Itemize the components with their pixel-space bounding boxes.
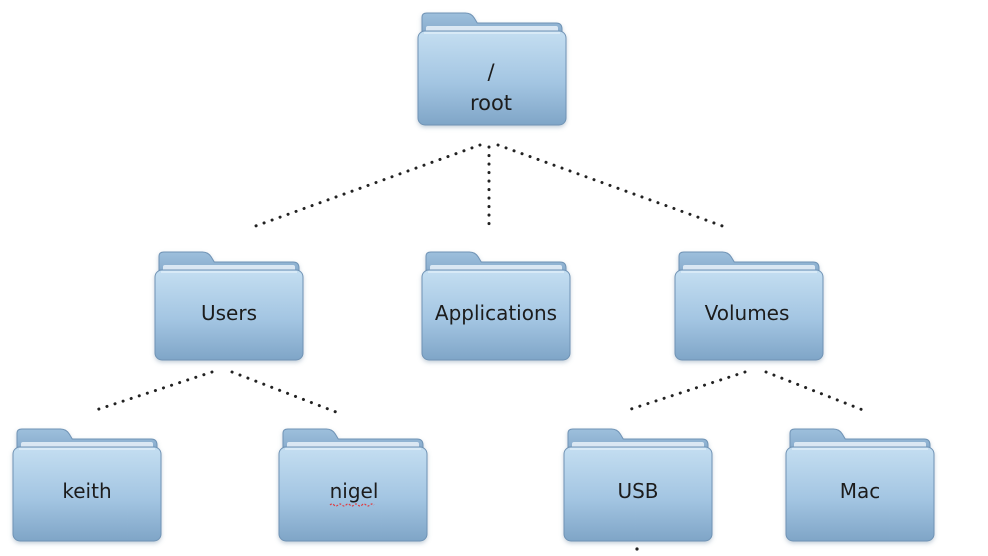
usb-folder-body bbox=[563, 446, 713, 542]
nigel-folder-body bbox=[278, 446, 428, 542]
applications-folder-icon[interactable] bbox=[421, 251, 571, 361]
edge-volumes-usb bbox=[626, 370, 747, 412]
root-name-label: root bbox=[470, 91, 512, 115]
keith-label: keith bbox=[62, 479, 111, 503]
keith-folder-body bbox=[12, 446, 162, 542]
nigel-label: nigel bbox=[330, 479, 379, 503]
applications-folder-body bbox=[421, 269, 571, 361]
users-folder-body bbox=[154, 269, 304, 361]
edge-root-users bbox=[248, 143, 482, 230]
mac-folder-icon[interactable] bbox=[785, 428, 935, 542]
folder-labels: / root Users Applications Volumes keith … bbox=[62, 60, 881, 507]
usb-label: USB bbox=[617, 479, 658, 503]
applications-label: Applications bbox=[435, 301, 557, 325]
keith-folder-icon[interactable] bbox=[12, 428, 162, 542]
edge-users-nigel bbox=[230, 370, 338, 414]
edge-usb-continuation bbox=[635, 547, 639, 551]
volumes-folder-icon[interactable] bbox=[674, 251, 824, 361]
root-folder-icon[interactable] bbox=[417, 12, 567, 126]
connector-lines bbox=[94, 143, 870, 551]
users-label: Users bbox=[201, 301, 257, 325]
edge-users-keith bbox=[94, 370, 214, 412]
spellcheck-underline bbox=[329, 503, 375, 507]
mac-folder-body bbox=[785, 446, 935, 542]
edge-root-volumes bbox=[496, 143, 730, 230]
users-folder-icon[interactable] bbox=[154, 251, 304, 361]
root-folder-body bbox=[417, 30, 567, 126]
volumes-label: Volumes bbox=[705, 301, 790, 325]
volumes-folder-body bbox=[674, 269, 824, 361]
mac-label: Mac bbox=[840, 479, 881, 503]
nigel-folder-icon[interactable] bbox=[278, 428, 428, 542]
edge-volumes-mac bbox=[764, 370, 870, 414]
root-slash-label: / bbox=[487, 60, 495, 84]
usb-folder-icon[interactable] bbox=[563, 428, 713, 542]
